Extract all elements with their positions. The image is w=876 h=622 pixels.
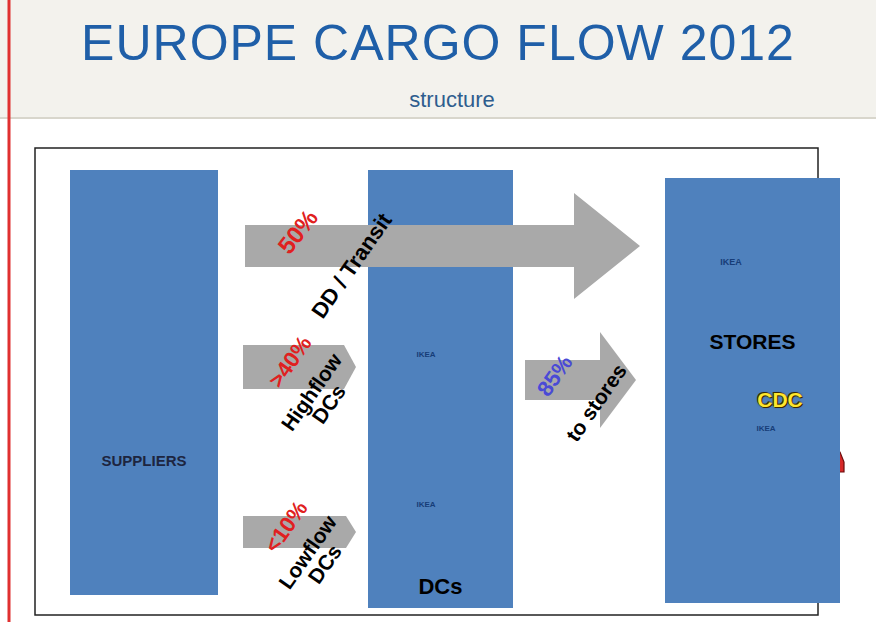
node-text: DCs [368, 574, 513, 600]
sign-text: IKEA [720, 258, 742, 267]
node-text: STORES [665, 330, 840, 354]
node-text: SUPPLIERS [70, 452, 218, 469]
node-text: CDC [720, 388, 840, 412]
store-column: STORES CDC [665, 178, 840, 603]
sign-text: IKEA [756, 425, 775, 433]
subtitle: structure [409, 89, 495, 111]
title: EUROPE CARGO FLOW 2012 [0, 14, 876, 72]
supplier-column: SUPPLIERS [70, 170, 218, 595]
sign-text: IKEA [416, 501, 435, 509]
sign-text: IKEA [416, 351, 435, 359]
